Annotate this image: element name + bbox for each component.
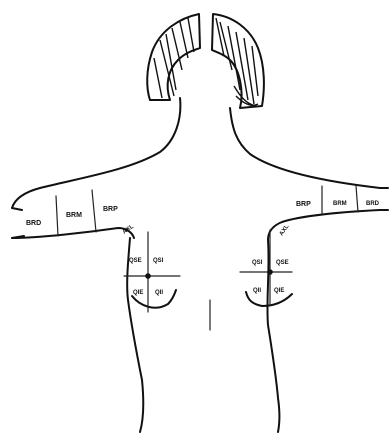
label-right-qse: QSE: [129, 258, 142, 264]
label-left-qsi: QSI: [252, 260, 263, 266]
label-right-qsi: QSI: [153, 258, 164, 264]
label-right-qie: QIE: [133, 290, 143, 296]
label-left-brp: BRP: [296, 201, 311, 208]
right-arm-labels: BRD BRM BRP: [26, 206, 118, 227]
label-left-qse: QSE: [276, 260, 289, 266]
label-right-brm: BRM: [66, 212, 82, 219]
label-left-brm: BRM: [333, 201, 347, 207]
left-arm-labels: BRP BRM BRD: [296, 201, 380, 208]
label-left-qii: QII: [253, 288, 261, 294]
left-breast-labels: AXL QSI QSE QII QIE: [252, 224, 291, 294]
label-left-qie: QIE: [274, 288, 284, 294]
body-outline: [12, 98, 388, 432]
label-right-brp: BRP: [103, 206, 118, 213]
arm-dividers: [56, 186, 358, 236]
label-right-brd: BRD: [26, 220, 41, 227]
label-right-qii: QII: [155, 290, 163, 296]
hair-drawing: [147, 14, 264, 108]
label-right-axl: AXL: [122, 224, 136, 236]
label-left-brd: BRD: [366, 201, 380, 207]
label-left-axl: AXL: [279, 224, 291, 238]
